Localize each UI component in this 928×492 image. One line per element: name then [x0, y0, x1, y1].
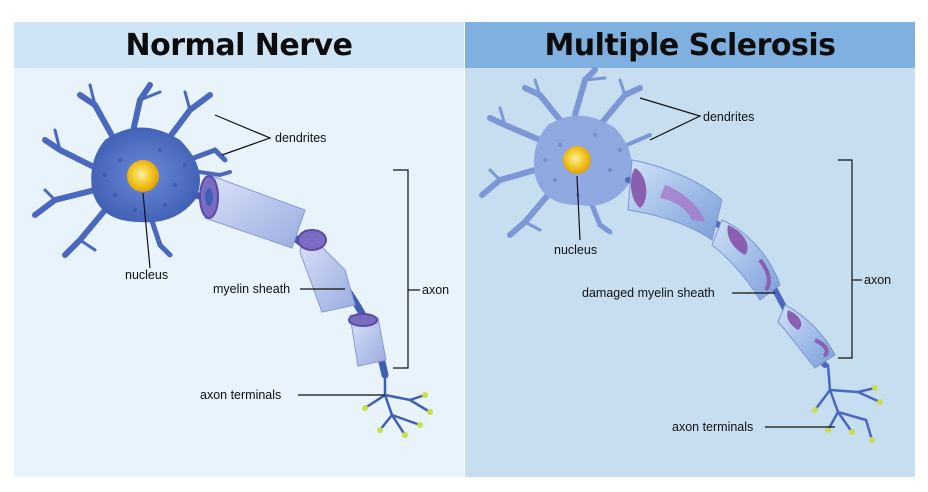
normal-axon-terminals-label: axon terminals: [200, 388, 281, 402]
ms-nucleus: [563, 146, 591, 174]
normal-dendrites-label: dendrites: [275, 131, 326, 145]
ms-dendrites: [479, 67, 652, 238]
ms-damaged-myelin-sheath: [627, 159, 836, 369]
normal-myelin-sheath: [199, 175, 387, 367]
normal-myelin-sheath-label: myelin sheath: [213, 282, 290, 296]
ms-neuron: [479, 67, 883, 443]
normal-nerve-title: Normal Nerve: [14, 22, 464, 68]
ms-axon-terminals: [813, 363, 882, 442]
normal-nucleus-label: nucleus: [125, 268, 168, 282]
ms-label-leaders: [576, 97, 862, 428]
normal-neuron: [32, 82, 433, 438]
normal-nucleus: [127, 160, 159, 192]
multiple-sclerosis-title: Multiple Sclerosis: [465, 22, 915, 68]
ms-axon-terminals-label: axon terminals: [672, 420, 753, 434]
ms-dendrites-label: dendrites: [703, 110, 754, 124]
normal-axon-label: axon: [422, 283, 449, 297]
ms-nucleus-label: nucleus: [554, 243, 597, 257]
ms-damaged-myelin-sheath-label: damaged myelin sheath: [582, 286, 715, 300]
normal-label-leaders: [142, 114, 420, 396]
ms-axon-label: axon: [864, 273, 891, 287]
